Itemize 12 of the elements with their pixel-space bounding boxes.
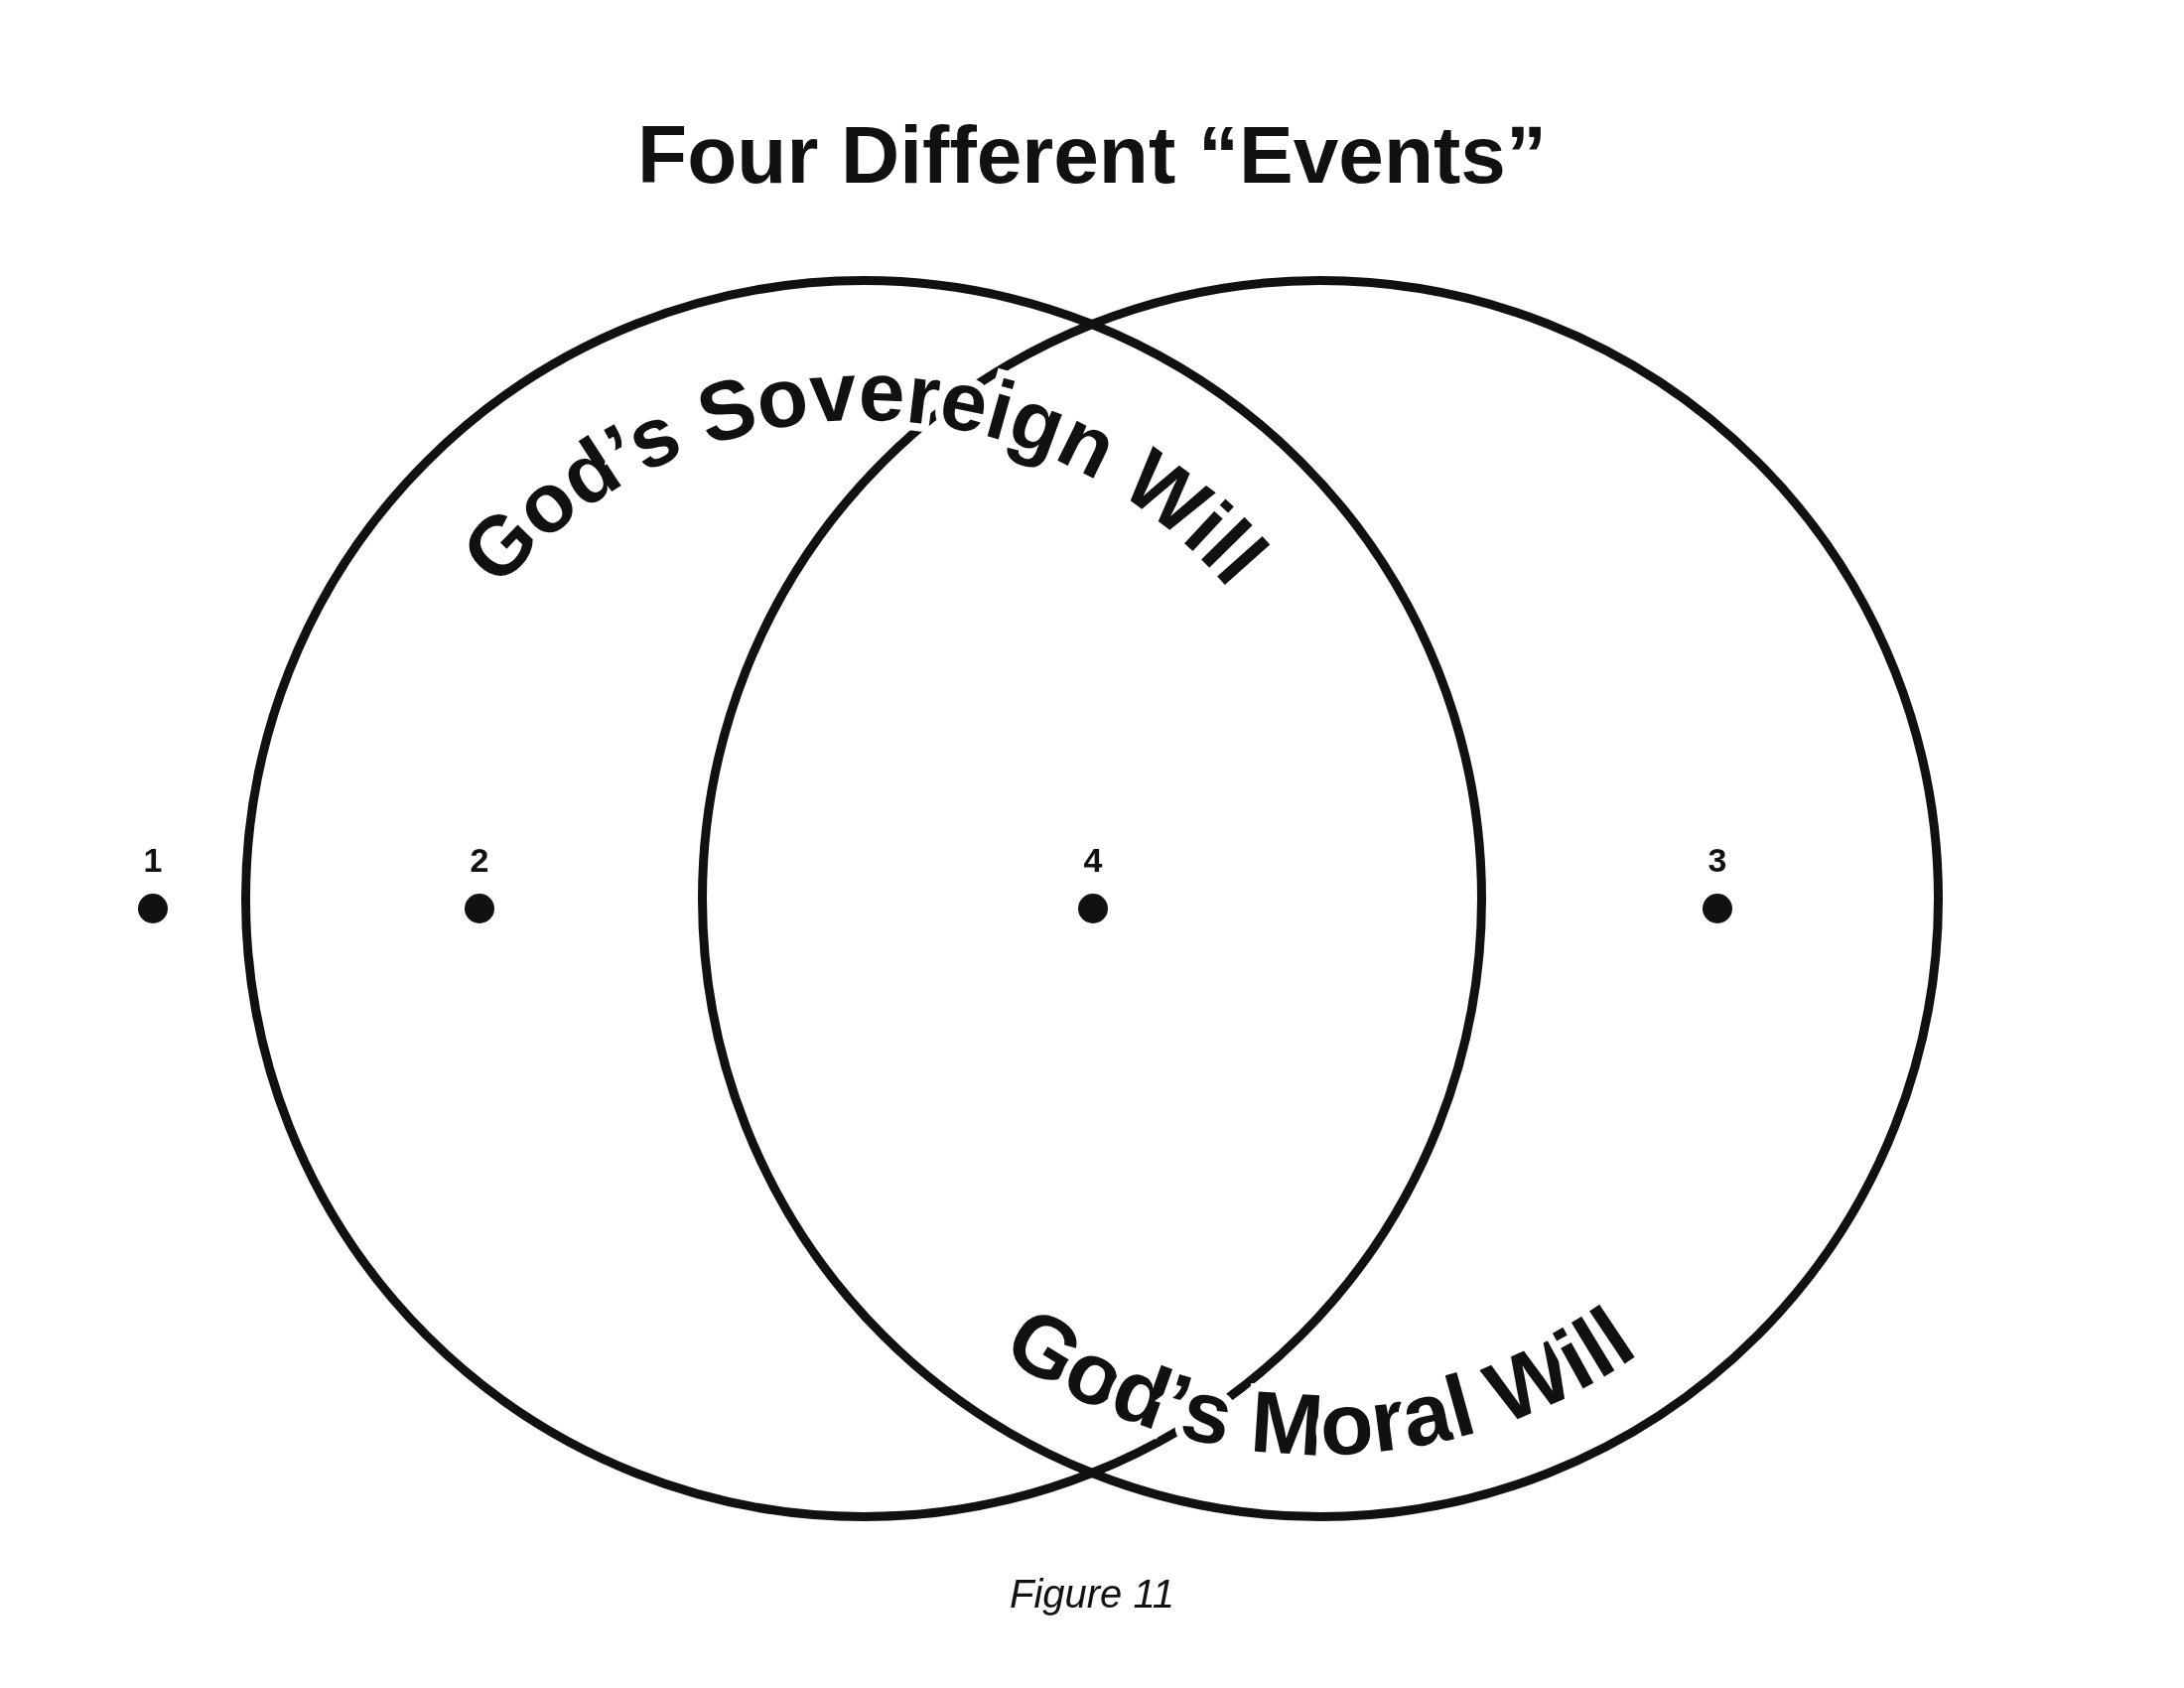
point-number: 3	[1706, 843, 1728, 877]
figure-caption: Figure 11	[1009, 1574, 1175, 1614]
circle-label: God’s Moral Will	[990, 1287, 1651, 1476]
point-number: 4	[1082, 843, 1104, 877]
point-number: 1	[142, 843, 164, 877]
point-number: 2	[469, 843, 490, 877]
dot-marker	[138, 894, 168, 923]
dot-marker	[1078, 894, 1108, 923]
venn-circle	[698, 276, 1943, 1521]
diagram-title: Four Different “Events”	[636, 114, 1548, 196]
dot-marker	[1703, 894, 1732, 923]
dot-marker	[465, 894, 494, 923]
